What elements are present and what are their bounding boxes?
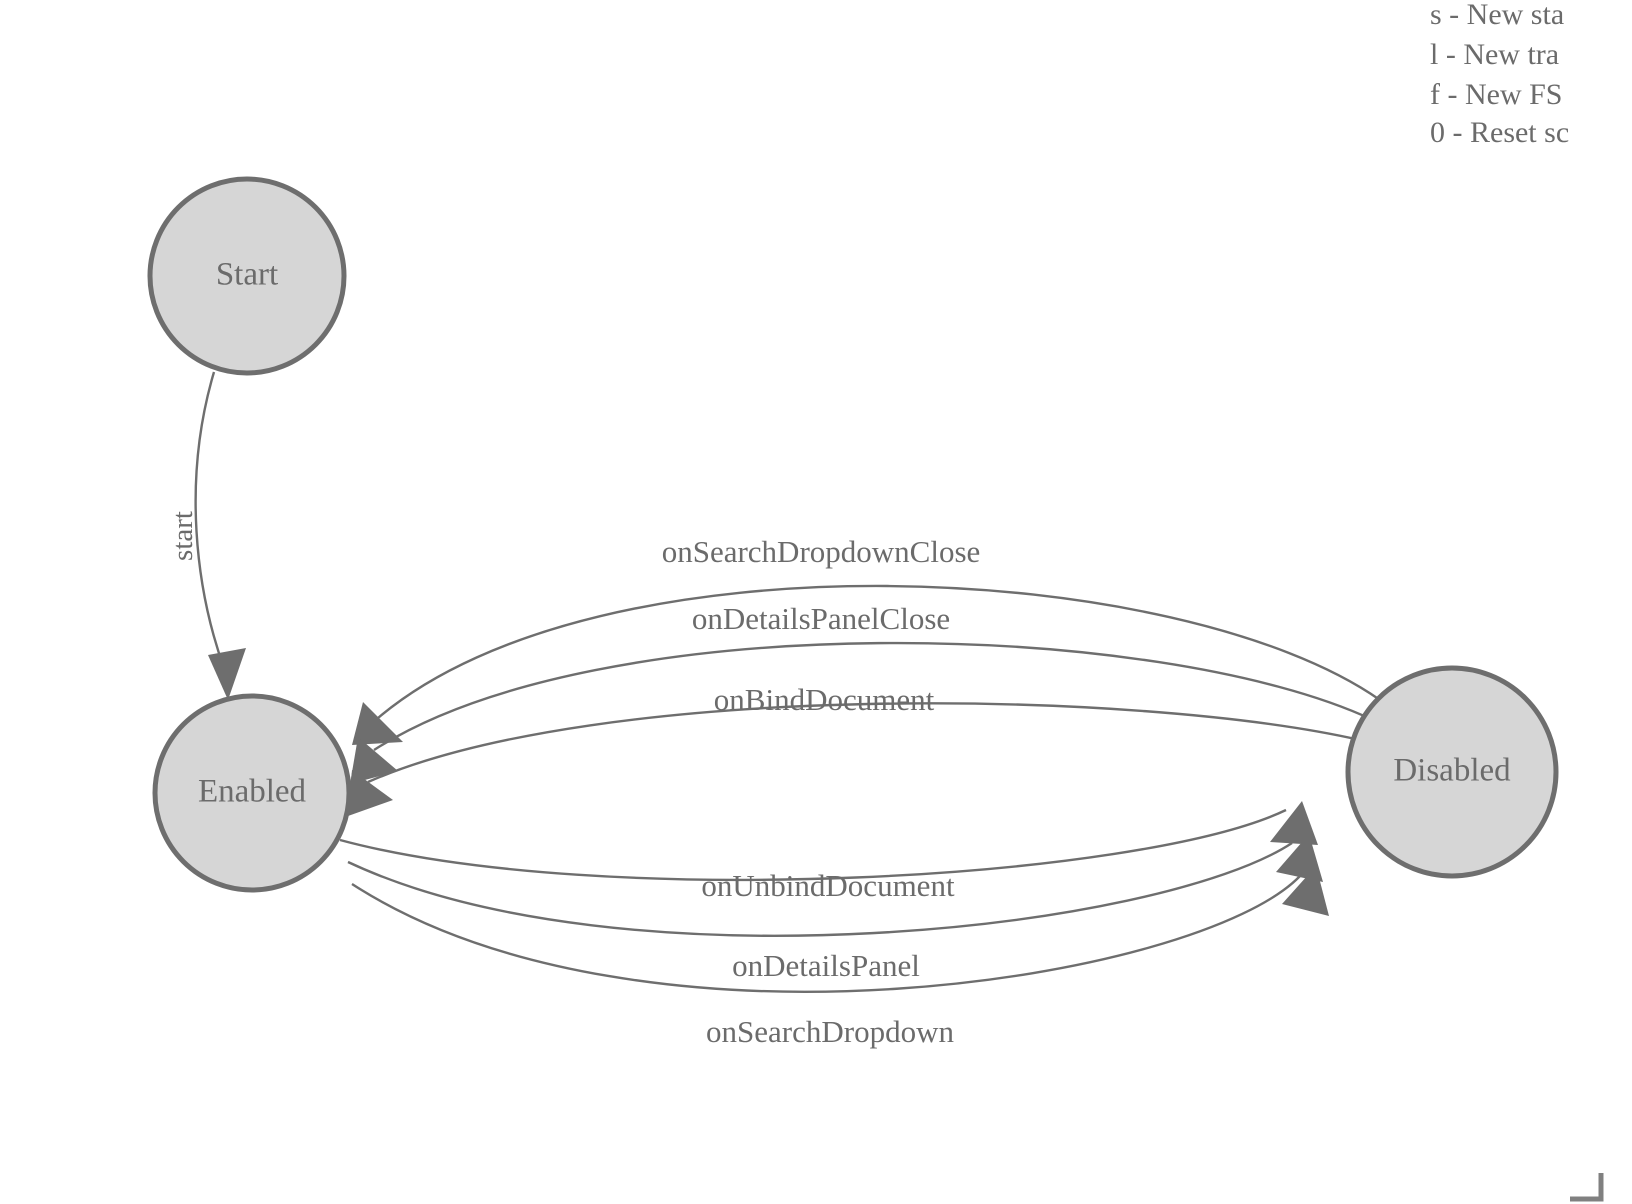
edge-arrowhead-on-details-panel-close bbox=[350, 737, 398, 784]
node-enabled-label: Enabled bbox=[198, 774, 307, 810]
node-disabled[interactable]: Disabled bbox=[1345, 665, 1559, 879]
edge-path-on-bind-document[interactable] bbox=[367, 702, 1361, 784]
node-disabled-label: Disabled bbox=[1393, 753, 1511, 789]
help-line-reset-scale: 0 - Reset sc bbox=[1430, 116, 1569, 149]
edge-arrowhead-on-search-dropdown-close bbox=[352, 702, 403, 745]
edge-label-on-search-dropdown-close: onSearchDropdownClose bbox=[662, 534, 981, 569]
edge-path-on-unbind-document[interactable] bbox=[339, 808, 1287, 882]
edge-arrowhead-on-unbind-document bbox=[1270, 801, 1318, 845]
edge-group-start-to-enabled bbox=[194, 371, 246, 700]
resize-corner-handle[interactable] bbox=[1570, 1173, 1604, 1202]
edge-path-on-details-panel-close[interactable] bbox=[373, 641, 1374, 752]
edge-path-on-search-dropdown[interactable] bbox=[351, 875, 1301, 993]
edge-label-on-details-panel-close: onDetailsPanelClose bbox=[692, 601, 950, 636]
edge-arrowhead-on-search-dropdown bbox=[1282, 866, 1329, 916]
edge-arrowhead-start bbox=[208, 648, 246, 700]
node-enabled-circle[interactable] bbox=[152, 693, 352, 893]
help-overlay: s - New sta l - New tra f - New FS 0 - R… bbox=[1430, 0, 1569, 149]
help-line-new-transition: l - New tra bbox=[1430, 38, 1559, 71]
edge-label-on-bind-document: onBindDocument bbox=[714, 682, 935, 717]
edge-label-on-details-panel: onDetailsPanel bbox=[732, 948, 920, 983]
edge-group-disabled-to-enabled bbox=[348, 584, 1381, 816]
help-line-new-state: s - New sta bbox=[1430, 0, 1564, 31]
edge-label-on-search-dropdown: onSearchDropdown bbox=[706, 1014, 954, 1049]
edge-label-on-unbind-document: onUnbindDocument bbox=[701, 868, 955, 903]
node-disabled-circle[interactable] bbox=[1345, 665, 1559, 879]
edge-group-enabled-to-disabled bbox=[339, 801, 1329, 993]
edge-arrowhead-on-bind-document bbox=[348, 770, 393, 816]
edge-path-on-search-dropdown-close[interactable] bbox=[377, 584, 1381, 719]
node-start-label: Start bbox=[216, 257, 278, 293]
node-start[interactable]: Start bbox=[147, 176, 347, 376]
edge-arrowhead-on-details-panel bbox=[1276, 834, 1323, 882]
edge-path-start[interactable] bbox=[194, 371, 226, 669]
edge-label-start: start bbox=[167, 511, 199, 561]
help-line-new-fsm: f - New FS bbox=[1430, 78, 1563, 111]
node-enabled[interactable]: Enabled bbox=[152, 693, 352, 893]
node-start-circle[interactable] bbox=[147, 176, 347, 376]
edge-path-on-details-panel[interactable] bbox=[347, 841, 1293, 937]
